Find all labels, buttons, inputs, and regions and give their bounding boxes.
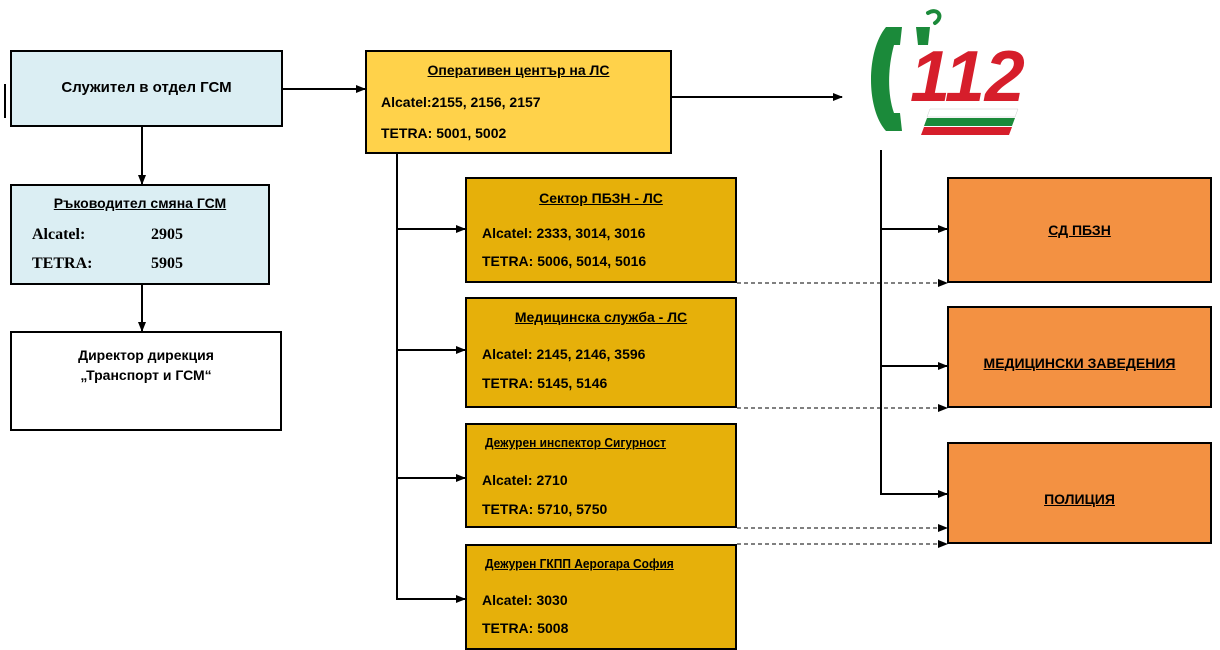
- service-title: ПОЛИЦИЯ: [1044, 491, 1115, 507]
- ops-center-title: Оперативен център на ЛС: [427, 62, 610, 78]
- unit-tetra: TETRA: 5008: [482, 620, 569, 636]
- unit-title: Медицинска служба - ЛС: [514, 309, 688, 325]
- unit-tetra: TETRA: 5710, 5750: [482, 501, 608, 517]
- unit-alcatel: Alcatel: 2710: [482, 472, 568, 488]
- unit-title: Сектор ПБЗН - ЛС: [539, 190, 663, 206]
- unit-box: Медицинска служба - ЛС Alcatel: 2145, 21…: [465, 297, 737, 408]
- logo-number: 112: [910, 37, 1025, 117]
- director-line1: Директор дирекция: [78, 347, 214, 363]
- ops-center-alcatel: Alcatel:2155, 2156, 2157: [381, 94, 541, 110]
- shift-lead-tetra-value: 5905: [151, 255, 183, 272]
- ops-trunk-line: [396, 154, 405, 600]
- unit-alcatel: Alcatel: 3030: [482, 592, 568, 608]
- bulgarian-flag-stripes: [921, 108, 1019, 135]
- shift-lead-title: Ръководител смяна ГСМ: [53, 195, 227, 211]
- shift-lead-tetra-label: TETRA:: [32, 255, 93, 272]
- unit-box: Дежурен ГКПП Аерогара София Alcatel: 303…: [465, 544, 737, 650]
- ops-center-box: Оперативен център на ЛС Alcatel:2155, 21…: [365, 50, 672, 154]
- service-title: СД ПБЗН: [1048, 222, 1111, 238]
- director-line2: „Транспорт и ГСМ“: [80, 367, 212, 383]
- shift-lead-box: Ръководител смяна ГСМ Alcatel: 2905 TETR…: [10, 184, 270, 285]
- phone-handset-icon: [871, 9, 942, 131]
- ops-center-tetra: TETRA: 5001, 5002: [381, 125, 507, 141]
- unit-tetra: TETRA: 5145, 5146: [482, 375, 608, 391]
- service-box: СД ПБЗН: [947, 177, 1212, 283]
- service-box: МЕДИЦИНСКИ ЗАВЕДЕНИЯ: [947, 306, 1212, 408]
- unit-tetra: TETRA: 5006, 5014, 5016: [482, 253, 647, 269]
- service-title: МЕДИЦИНСКИ ЗАВЕДЕНИЯ: [983, 355, 1176, 371]
- employee-title: Служител в отдел ГСМ: [61, 79, 232, 96]
- director-box: Директор дирекция „Транспорт и ГСМ“: [10, 331, 282, 431]
- shift-lead-alcatel-value: 2905: [151, 226, 183, 243]
- unit-box: Сектор ПБЗН - ЛС Alcatel: 2333, 3014, 30…: [465, 177, 737, 283]
- unit-box: Дежурен инспектор Сигурност Alcatel: 271…: [465, 423, 737, 528]
- employee-box: Служител в отдел ГСМ: [10, 50, 283, 127]
- logo-trunk-line: [880, 150, 889, 495]
- unit-alcatel: Alcatel: 2145, 2146, 3596: [482, 346, 646, 362]
- unit-title: Дежурен ГКПП Аерогара София: [485, 556, 674, 571]
- unit-alcatel: Alcatel: 2333, 3014, 3016: [482, 225, 646, 241]
- shift-lead-alcatel-label: Alcatel:: [32, 226, 86, 243]
- logo-112: 112: [871, 9, 1025, 135]
- service-box: ПОЛИЦИЯ: [947, 442, 1212, 544]
- unit-title: Дежурен инспектор Сигурност: [485, 435, 667, 450]
